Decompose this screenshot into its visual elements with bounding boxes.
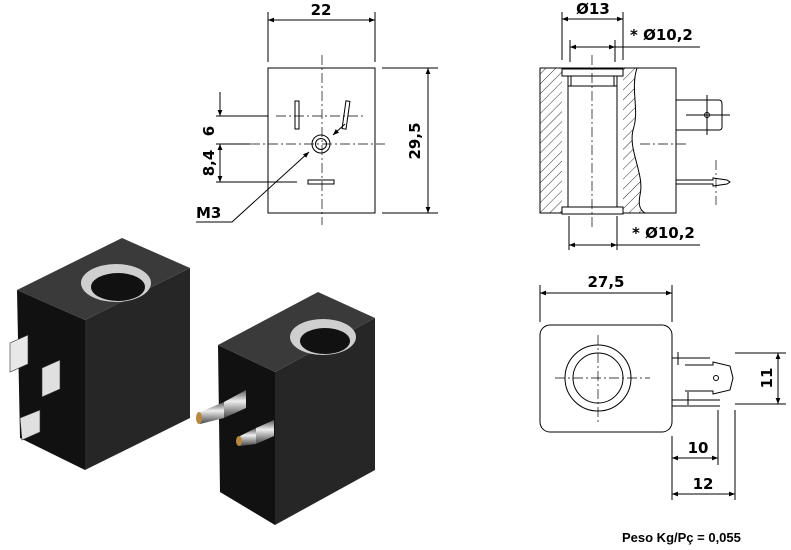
coil-top-outline <box>539 324 673 433</box>
pin-terminal <box>676 177 731 187</box>
terminal-offset-dimension: 10 <box>688 439 709 457</box>
bore-flange-bottom <box>561 206 624 215</box>
coil-3d-flat-terminals <box>9 238 190 470</box>
front-view: 22 29,5 6 8,4 M3 <box>196 1 438 225</box>
bore-flange-top <box>561 68 624 77</box>
depth-dimension: 27,5 <box>587 273 624 291</box>
inner-diameter-bottom-dimension: * Ø10,2 <box>632 224 695 242</box>
width-dimension: 22 <box>311 1 332 19</box>
terminal-height-dimension: 11 <box>758 368 776 389</box>
flat-terminal <box>9 334 29 373</box>
inner-diameter-top-dimension: * Ø10,2 <box>630 26 693 44</box>
coil-3d-pin-terminals <box>196 292 375 525</box>
weight-note: Peso Kg/Pç = 0,055 <box>622 530 741 545</box>
terminal-slot <box>341 100 351 130</box>
terminal-slot <box>294 100 300 130</box>
terminal-top <box>685 361 734 395</box>
outer-diameter-dimension: Ø13 <box>576 0 610 18</box>
thread-hole <box>311 134 331 154</box>
pin-spacing-upper-dimension: 6 <box>200 126 218 136</box>
terminal-length-dimension: 12 <box>693 475 714 493</box>
coil-outline <box>267 67 376 214</box>
thread-label: M3 <box>196 204 221 222</box>
height-dimension: 29,5 <box>406 122 424 159</box>
terminal-slot <box>307 179 335 185</box>
top-view: 27,5 11 10 12 <box>539 273 786 500</box>
pin-spacing-lower-dimension: 8,4 <box>200 150 218 177</box>
pin-terminal <box>224 390 246 418</box>
section-view: Ø13 * Ø10,2 * Ø10,2 <box>539 0 731 250</box>
